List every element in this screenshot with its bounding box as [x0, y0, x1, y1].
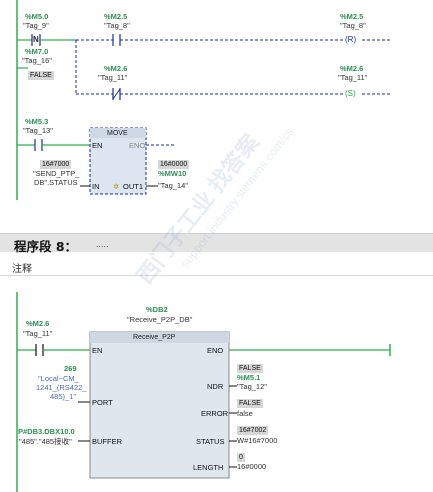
network-8-title: 程序段 8： — [14, 239, 78, 254]
error-tag: false — [237, 409, 253, 418]
port-tag-line2: 1241_(RS422_ — [36, 383, 87, 392]
error-value: FALSE — [237, 399, 263, 408]
move-in-value: 16#7000 — [40, 160, 72, 169]
coil-set-address: %M2.6 — [340, 64, 364, 73]
receive-pin-error: ERROR — [201, 409, 229, 418]
contact-m26-net8-tag: "Tag_11" — [23, 329, 53, 338]
port-tag-line1: "Local~CM_ — [38, 374, 79, 383]
status-value: 16#7002 — [237, 426, 269, 435]
receive-pin-port: PORT — [92, 398, 113, 407]
coil-set-symbol: S — [347, 89, 354, 98]
receive-pin-ndr: NDR — [207, 382, 224, 391]
asterisk-icon: ✲ — [113, 182, 120, 191]
receive-instance-tag: "Receive_P2P_DB" — [127, 315, 193, 324]
receive-block-title[interactable]: Receive_P2P — [133, 334, 176, 341]
receive-pin-en: EN — [92, 346, 103, 355]
move-pin-in: IN — [92, 182, 100, 191]
receive-instance-address: %DB2 — [146, 305, 168, 314]
network-8-dots: ..... — [96, 239, 109, 249]
coil-reset-symbol: R — [347, 35, 354, 44]
receive-pin-status: STATUS — [196, 437, 225, 446]
receive-pin-length: LENGTH — [193, 463, 224, 472]
status-tag: W#16#7000 — [237, 436, 278, 445]
move-in-tag-line2: DB".STATUS — [34, 178, 78, 187]
contact-m70-value: FALSE — [28, 71, 54, 80]
network-8-comment[interactable]: 注释 — [0, 254, 433, 276]
contact-m50-negative-edge[interactable]: N — [33, 35, 39, 44]
move-block-frame — [89, 127, 147, 195]
move-pin-out1: OUT1 — [123, 182, 144, 191]
port-value: 269 — [64, 364, 77, 373]
contact-m25-address: %M2.5 — [104, 12, 128, 21]
move-pin-en: EN — [92, 141, 103, 150]
contact-m70-address: %M7.0 — [25, 47, 49, 56]
move-pin-eno: ENO — [129, 141, 146, 150]
contact-m26-address: %M2.6 — [104, 64, 128, 73]
contact-m70-tag: "Tag_16" — [22, 56, 52, 65]
coil-reset-tag: "Tag_8" — [340, 21, 366, 30]
receive-pin-buffer: BUFFER — [92, 437, 122, 446]
buffer-tag: "485"."485接收" — [19, 437, 72, 446]
ndr-value: FALSE — [237, 364, 263, 373]
network-8-header[interactable]: 程序段 8： ..... — [0, 233, 433, 254]
move-out-value: 16#0000 — [158, 160, 190, 169]
move-out-address: %MW10 — [158, 169, 187, 178]
contact-m26-net8-address: %M2.6 — [26, 319, 50, 328]
contact-m50-address: %M5.0 — [25, 12, 49, 21]
receive-block-frame — [89, 331, 230, 479]
buffer-address: P#DB3.DBX10.0 — [18, 427, 75, 436]
move-block-title[interactable]: MOVE — [107, 130, 128, 137]
receive-pin-eno: ENO — [207, 346, 224, 355]
contact-m50-tag: "Tag_9" — [23, 21, 49, 30]
coil-set-tag: "Tag_11" — [338, 73, 368, 82]
port-tag-line3: 485)_1" — [50, 392, 77, 401]
length-value: 0 — [237, 453, 245, 462]
ndr-tag: "Tag_12" — [237, 382, 267, 391]
network-8-comment-text: 注释 — [12, 264, 32, 275]
contact-m53-tag: "Tag_13" — [23, 126, 53, 135]
coil-reset[interactable]: (R) — [345, 35, 357, 44]
move-out-tag: "Tag_14" — [158, 181, 188, 190]
contact-m25-tag: "Tag_8" — [104, 21, 130, 30]
coil-reset-address: %M2.5 — [340, 12, 364, 21]
ndr-address: %M5.1 — [237, 373, 261, 382]
move-in-tag-line1: "SEND_PTP_ — [33, 169, 80, 178]
coil-set[interactable]: (S) — [345, 89, 356, 98]
contact-m26-tag: "Tag_11" — [98, 73, 128, 82]
length-tag: 16#0000 — [237, 462, 267, 471]
contact-m53-address: %M5.3 — [25, 117, 49, 126]
